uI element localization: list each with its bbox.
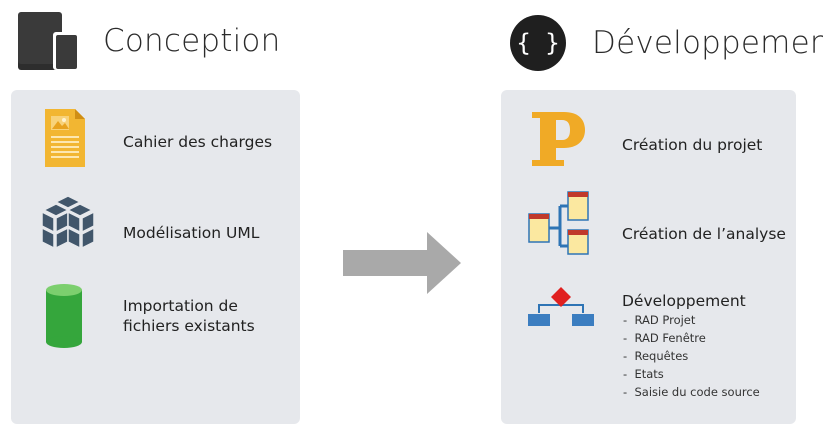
item-creation-projet: Création du projet [622,136,763,154]
analysis-tables-icon [528,190,590,260]
developpement-title: Développement [592,25,823,61]
flowchart-icon [527,285,595,333]
developpement-sub-list: RAD Projet RAD Fenêtre Requêtes Etats Sa… [623,311,760,401]
arrow-right-icon [343,232,461,298]
project-p-icon [530,110,586,172]
sub-item-rad-fenetre: RAD Fenêtre [623,329,760,347]
sub-item-rad-projet: RAD Projet [623,311,760,329]
svg-text:{ }: { } [516,29,559,57]
conception-header: Conception [17,10,280,72]
cubes-icon [36,194,100,256]
sub-item-saisie-code: Saisie du code source [623,383,759,401]
item-creation-analyse: Création de l’analyse [622,225,786,243]
item-cahier-des-charges: Cahier des charges [123,133,273,151]
sub-item-etats: Etats [623,365,760,383]
item-importation-line2: fichiers existants [123,317,255,335]
sub-item-requetes: Requêtes [623,347,760,365]
database-icon [45,283,83,353]
item-importation-line1: Importation de [123,297,238,315]
document-icon [43,107,87,173]
item-modelisation-uml: Modélisation UML [123,224,260,242]
item-developpement: Développement [622,292,746,310]
code-braces-icon: { } [509,14,567,72]
developpement-header: { } Développement [509,14,823,72]
devices-icon [17,10,81,72]
conception-title: Conception [103,23,281,59]
